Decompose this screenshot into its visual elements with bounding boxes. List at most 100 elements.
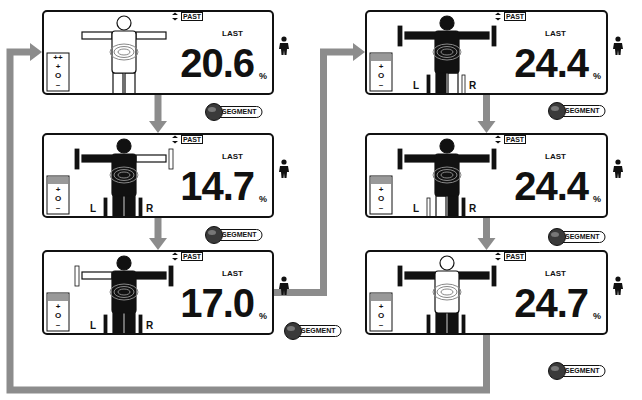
reading-value: 24.4 [514, 43, 588, 83]
segment-button: SEGMENT [548, 102, 606, 120]
body-segment [82, 272, 112, 279]
body-segment [405, 32, 435, 39]
body-segment [82, 32, 112, 39]
body-segment [136, 32, 166, 39]
segment-ring [114, 170, 134, 181]
level-sign: – [48, 321, 68, 329]
body-segment [113, 73, 123, 93]
level-sign: O [371, 72, 391, 80]
person-icon [278, 159, 290, 179]
reading-value: 14.7 [180, 166, 254, 206]
mode-label: PAST [504, 12, 526, 21]
scroll-arrows [495, 253, 501, 261]
body-segment [440, 16, 454, 30]
mode-label: LAST [222, 270, 243, 278]
level-sign: O [48, 195, 68, 203]
body-segment [82, 155, 112, 162]
body-segment [448, 313, 458, 333]
level-sign: + [371, 186, 391, 194]
body-segment [448, 196, 458, 216]
arrow-shaft [155, 95, 162, 122]
body-segment [117, 16, 131, 30]
segment-ring [114, 287, 134, 298]
person-icon [278, 36, 290, 56]
unit-label: % [259, 195, 267, 204]
segment-ring [118, 49, 130, 55]
level-sign: O [48, 72, 68, 80]
indicator-panel [370, 176, 392, 214]
button-label: SEGMENT [565, 233, 600, 240]
person-icon [278, 276, 290, 296]
indicator-panel [47, 176, 69, 214]
arrow-shaft [483, 218, 490, 239]
level-bar [427, 315, 430, 333]
side-label: L [413, 204, 419, 214]
indicator-panel [370, 293, 392, 331]
body-segment [112, 31, 136, 73]
lcd-screen: PASTLAST17.0%+O–LR [42, 250, 274, 335]
body-segment [405, 272, 435, 279]
mode-label: PAST [181, 12, 203, 21]
segment-ring [110, 284, 138, 300]
level-bar [75, 149, 79, 169]
level-bar [427, 198, 430, 216]
level-bar [169, 266, 173, 286]
side-label: L [413, 81, 419, 91]
body-segment [136, 155, 166, 162]
body-segment [125, 73, 135, 93]
indicator-panel [47, 293, 69, 331]
unit-label: % [259, 312, 267, 321]
indicator-band [371, 177, 391, 184]
mode-label: PAST [181, 252, 203, 261]
level-bar [75, 266, 79, 286]
body-segment [125, 313, 135, 333]
level-bar [427, 75, 430, 93]
level-sign: – [48, 81, 68, 89]
segment-ring [437, 287, 457, 298]
level-bar [492, 266, 496, 286]
button-label: SEGMENT [565, 107, 600, 114]
level-sign: – [48, 204, 68, 212]
level-sign: + [48, 186, 68, 194]
indicator-panel [47, 53, 69, 91]
lcd-screen: PASTLAST24.4%+O–LR [365, 133, 608, 218]
arrowhead [478, 238, 496, 250]
mode-label: LAST [222, 153, 243, 161]
indicator-band [371, 54, 391, 61]
segment-ring [110, 167, 138, 183]
scroll-arrows [495, 13, 501, 21]
segment-ring [441, 49, 453, 55]
body-segment [117, 256, 131, 270]
person-icon [612, 36, 624, 56]
level-bar [492, 149, 496, 169]
body-segment [440, 256, 454, 270]
indicator-band [48, 294, 68, 301]
button-label: SEGMENT [301, 327, 336, 334]
reading-value: 20.6 [180, 43, 254, 83]
level-bar [139, 315, 142, 333]
body-segment [435, 31, 459, 73]
arrow-shaft [10, 52, 487, 390]
level-bar [139, 198, 142, 216]
level-bar [462, 198, 465, 216]
body-segment [436, 73, 446, 93]
level-sign: ++ [48, 54, 68, 62]
mode-label: LAST [222, 30, 243, 38]
reading-value: 24.7 [514, 283, 588, 323]
segment-ring [437, 170, 457, 181]
body-segment [435, 154, 459, 196]
lcd-screen: PASTLAST24.4%+O–LR [365, 10, 608, 95]
unit-label: % [593, 312, 601, 321]
flow-arrow [478, 95, 496, 133]
person-icon [612, 159, 624, 179]
arrow-shaft [274, 52, 354, 293]
body-segment [436, 313, 446, 333]
segment-ring [437, 47, 457, 58]
arrowhead [149, 121, 167, 133]
body-segment [125, 196, 135, 216]
person-icon [612, 276, 624, 296]
body-segment [459, 155, 489, 162]
level-bar [492, 26, 496, 46]
arrowhead [353, 43, 365, 61]
